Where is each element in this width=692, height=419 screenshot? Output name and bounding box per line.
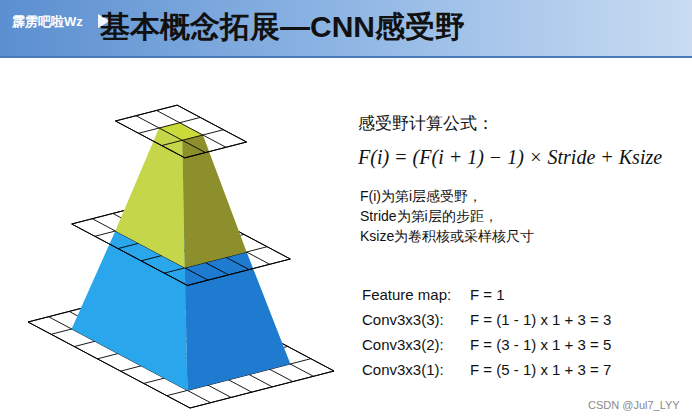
top-grid [115,105,246,158]
layer-name: Feature map: [362,286,451,304]
top-grid-line [162,130,224,146]
yellow-receptive-volume [115,123,246,268]
definition-line: Ksize为卷积核或采样核尺寸 [360,228,534,245]
top-grid-line [115,121,184,158]
watermark: 霹雳吧啦Wz [12,14,83,30]
receptive-field-value: F = 1 [470,286,505,304]
header-rule [0,56,692,58]
definition-line: F(i)为第i层感受野， [360,188,482,205]
top-grid-line [177,105,246,142]
watermark: CSDN @Jul7_LYY [588,399,680,412]
formula-heading: 感受野计算公式： [358,114,494,134]
receptive-field-value: F = (1 - 1) x 1 + 3 = 3 [470,311,611,329]
definition-line: Stride为第i层的步距， [360,208,498,225]
receptive-field-value: F = (3 - 1) x 1 + 3 = 5 [470,336,611,354]
yellow-receptive-volume-face [115,128,184,268]
header-fill [0,0,692,58]
blue-receptive-volume-face [185,252,290,390]
top-grid-line [136,116,205,153]
top-grid-border [115,105,246,158]
top-grid-line [139,117,201,133]
top-grid-line [185,142,247,158]
receptive-field-value: F = (5 - 1) x 1 + 3 = 7 [470,361,611,379]
top-grid-line [157,110,226,147]
yellow-receptive-volume-face [182,135,246,268]
layer-name: Conv3x3(1): [362,361,444,379]
layer-name: Conv3x3(2): [362,336,444,354]
slide-title: 基本概念拓展—CNN感受野 [100,9,465,45]
layer-name: Conv3x3(3): [362,311,444,329]
top-grid-line [115,105,177,121]
formula: F(i) = (F(i + 1) − 1) × Stride + Ksize [358,145,662,169]
